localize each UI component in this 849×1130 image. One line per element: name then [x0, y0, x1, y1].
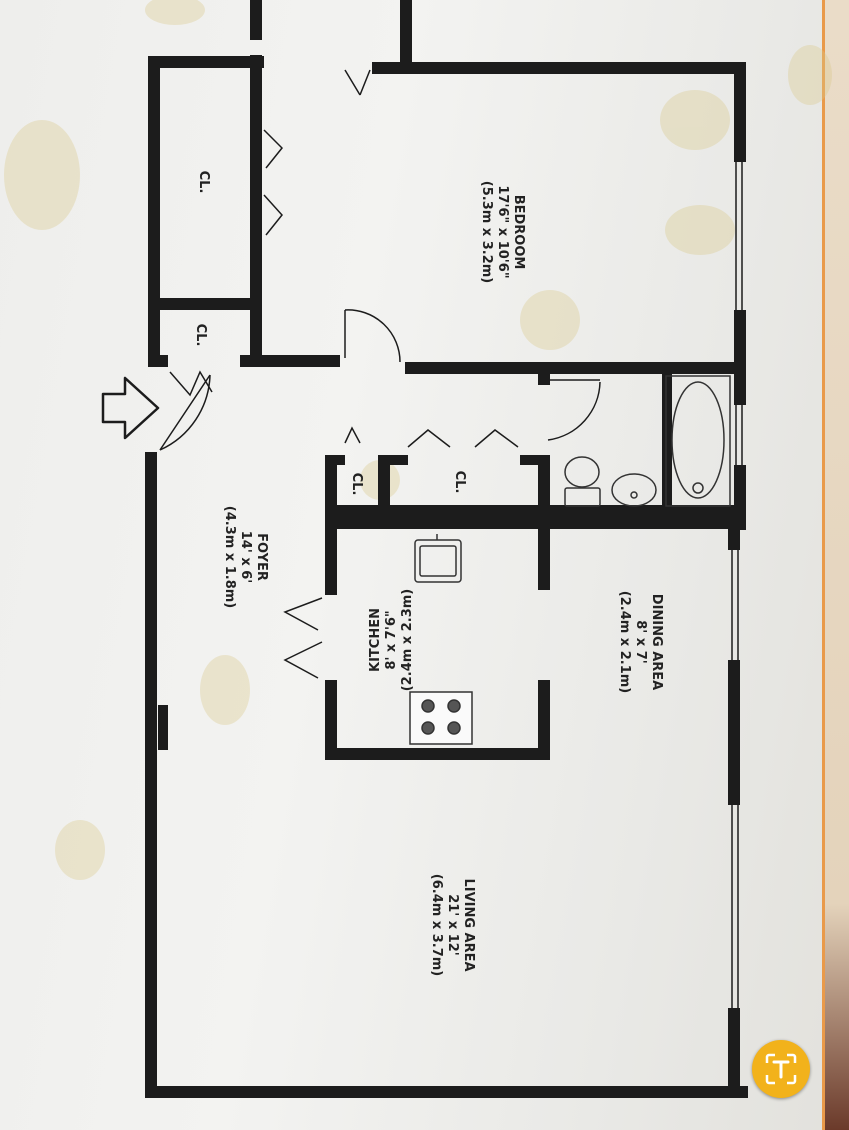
foyer-imperial: 14' x 6' — [238, 531, 253, 584]
walls — [145, 0, 748, 1098]
text-scan-button[interactable] — [752, 1040, 810, 1098]
dining-metric: (2.4m x 2.1m) — [617, 591, 632, 693]
bedroom-name: BEDROOM — [511, 195, 526, 270]
living-metric: (6.4m x 3.7m) — [429, 874, 444, 976]
stove — [409, 691, 473, 745]
label-dining: DINING AREA 8' x 7' (2.4m x 2.1m) — [617, 591, 664, 693]
dining-name: DINING AREA — [649, 594, 664, 690]
label-living: LIVING AREA 21' x 12' (6.4m x 3.7m) — [429, 874, 476, 976]
foyer-name: FOYER — [254, 533, 269, 581]
kitchen-imperial: 8' x 7'6" — [384, 610, 399, 669]
windows — [731, 162, 743, 1008]
paper-orange-edge — [822, 0, 825, 1130]
toilet — [564, 456, 601, 507]
bathtub — [665, 375, 731, 507]
foyer-metric: (4.3m x 1.8m) — [222, 506, 237, 608]
paper-stains — [4, 0, 832, 880]
background-strip — [825, 0, 849, 1130]
closet-label-hall-large: CL. — [452, 471, 467, 494]
doors — [159, 69, 601, 679]
kitchen-sink — [414, 534, 462, 583]
closet-label-hall-small: CL. — [349, 473, 364, 496]
dining-imperial: 8' x 7' — [633, 620, 648, 664]
bedroom-metric: (5.3m x 3.2m) — [479, 181, 494, 283]
bedroom-imperial: 17'6" x 10'6" — [495, 185, 510, 278]
closet-label-bedroom: CL. — [196, 171, 211, 194]
label-foyer: FOYER 14' x 6' (4.3m x 1.8m) — [222, 506, 269, 608]
living-name: LIVING AREA — [461, 878, 476, 971]
label-kitchen: KITCHEN 8' x 7'6" (2.4m x 2.3m) — [368, 589, 415, 691]
bathroom-sink — [611, 473, 657, 507]
entry-arrow-icon — [101, 376, 160, 440]
living-imperial: 21' x 12' — [445, 894, 460, 956]
label-bedroom: BEDROOM 17'6" x 10'6" (5.3m x 3.2m) — [479, 181, 526, 283]
kitchen-metric: (2.4m x 2.3m) — [400, 589, 415, 691]
closet-label-foyer: CL. — [193, 324, 208, 347]
text-scan-icon — [765, 1053, 797, 1085]
kitchen-name: KITCHEN — [368, 608, 383, 672]
